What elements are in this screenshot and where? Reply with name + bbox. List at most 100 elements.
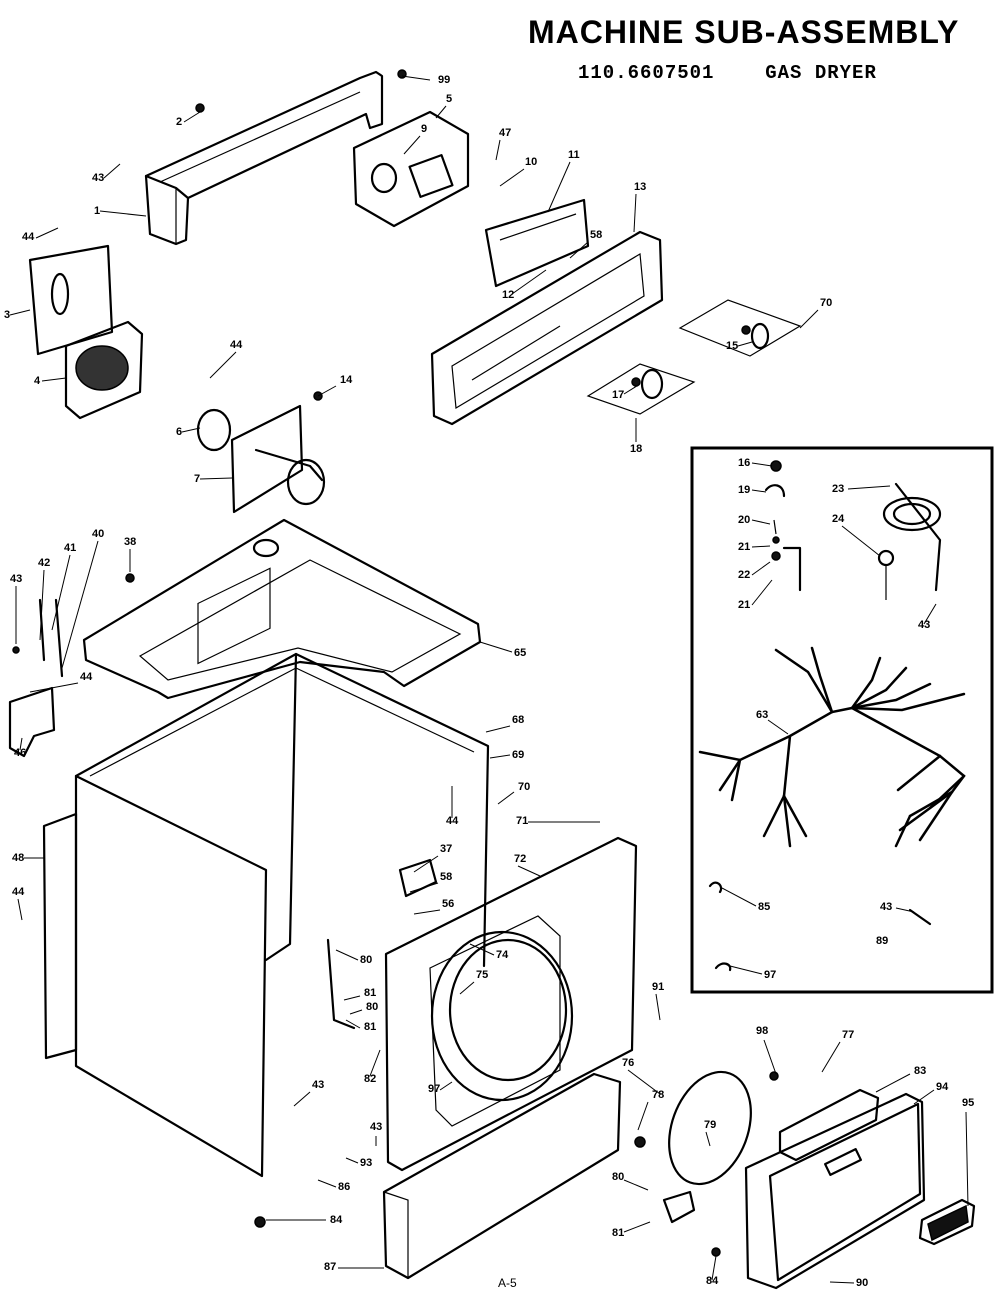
callout-i-19: 19 (738, 484, 767, 496)
leader-line (499, 168, 525, 187)
leader-line (413, 855, 439, 873)
callout-label: 19 (738, 484, 750, 496)
leader-line (729, 965, 763, 975)
callout-c-4: 4 (34, 375, 67, 387)
callout-c-81c: 81 (612, 1221, 651, 1239)
callout-label: 7 (194, 473, 200, 485)
callout-label: 2 (176, 116, 182, 128)
callout-label: 89 (876, 935, 888, 947)
callout-label: 6 (176, 426, 182, 438)
leader-line (623, 1221, 651, 1233)
callout-i-22: 22 (738, 561, 771, 581)
callout-label: 44 (230, 339, 243, 351)
callout-c-95: 95 (962, 1097, 974, 1207)
leader-line (821, 1041, 841, 1073)
callout-i-89: 89 (876, 935, 888, 947)
leader-line (655, 993, 661, 1021)
callout-c-81a: 81 (343, 987, 376, 1001)
door-seal (668, 1070, 752, 1186)
leader-line (637, 1101, 649, 1131)
callout-c-6: 6 (176, 426, 201, 438)
callout-c-90: 90 (829, 1277, 868, 1289)
leader-line (103, 163, 121, 179)
callout-label: 48 (12, 852, 24, 864)
leader-line (99, 210, 147, 217)
callout-c-80c: 80 (612, 1171, 649, 1191)
callout-label: 13 (634, 181, 646, 193)
leader-line (317, 1179, 337, 1188)
callout-c-13: 13 (633, 181, 646, 233)
callout-label: 44 (80, 671, 93, 683)
callout-label: 14 (340, 374, 353, 386)
callout-c-18: 18 (630, 418, 642, 455)
callout-label: 93 (360, 1157, 372, 1169)
callout-label: 84 (330, 1214, 343, 1226)
control-bracket (484, 198, 590, 288)
leader-line (489, 754, 511, 759)
callout-label: 42 (38, 557, 50, 569)
callout-c-76: 76 (622, 1057, 661, 1095)
model-line: 110.6607501 GAS DRYER (578, 62, 877, 84)
callout-label: 80 (360, 954, 372, 966)
leader-line (517, 865, 541, 877)
callout-label: 85 (758, 901, 770, 913)
leader-line (767, 719, 789, 735)
leader-line (751, 489, 767, 493)
leader-line (413, 909, 441, 915)
callout-label: 58 (440, 871, 452, 883)
callout-c-58b: 58 (409, 871, 452, 893)
callout-i-16: 16 (738, 457, 773, 469)
callout-label: 87 (324, 1261, 336, 1273)
callout-c-58a: 58 (569, 229, 602, 259)
callout-c-80a: 80 (335, 949, 372, 966)
callout-c-44b: 44 (209, 339, 243, 379)
wiring-harness (698, 646, 966, 848)
callout-label: 83 (914, 1065, 926, 1077)
callout-label: 79 (704, 1119, 716, 1131)
callout-label: 15 (726, 340, 738, 352)
leader-line (349, 1009, 363, 1015)
callout-label: 70 (518, 781, 530, 793)
callout-label: 81 (612, 1227, 624, 1239)
callout-label: 44 (446, 815, 459, 827)
leader-line (763, 1039, 777, 1075)
callout-c-41: 41 (51, 542, 76, 631)
leader-line (923, 603, 937, 625)
callout-label: 40 (92, 528, 104, 540)
callout-label: 43 (10, 573, 22, 585)
leader-line (41, 377, 67, 382)
callout-label: 43 (92, 172, 104, 184)
callout-label: 84 (706, 1275, 719, 1287)
callout-label: 44 (22, 231, 35, 243)
callout-c-44c: 44 (29, 671, 93, 693)
callout-c-70b: 70 (497, 781, 530, 805)
leader-line (183, 111, 201, 123)
leader-line (711, 1255, 717, 1281)
leader-line (511, 269, 547, 295)
leader-line (829, 1281, 855, 1284)
leader-line (369, 1049, 381, 1077)
callout-label: 80 (366, 1001, 378, 1013)
callout-label: 71 (516, 815, 528, 827)
callout-c-70: 70 (799, 297, 832, 329)
callout-label: 21 (738, 599, 750, 611)
callout-label: 77 (842, 1029, 854, 1041)
callout-label: 74 (496, 949, 509, 961)
callout-c-74: 74 (469, 943, 509, 961)
leader-line (847, 485, 891, 490)
callout-i-63: 63 (756, 709, 789, 735)
callout-c-72: 72 (514, 853, 541, 877)
callout-label: 1 (94, 205, 100, 217)
callout-label: 23 (832, 483, 844, 495)
leader-line (317, 385, 337, 397)
callout-c-84a: 84 (266, 1214, 343, 1226)
callout-label: 81 (364, 1021, 376, 1033)
leader-line (403, 135, 421, 155)
leader-line (875, 1073, 911, 1093)
callout-label: 72 (514, 853, 526, 865)
callout-label: 22 (738, 569, 750, 581)
callout-c-84b: 84 (706, 1255, 719, 1287)
callout-i-43b: 43 (880, 901, 915, 913)
page-reference: A-5 (498, 1276, 517, 1290)
